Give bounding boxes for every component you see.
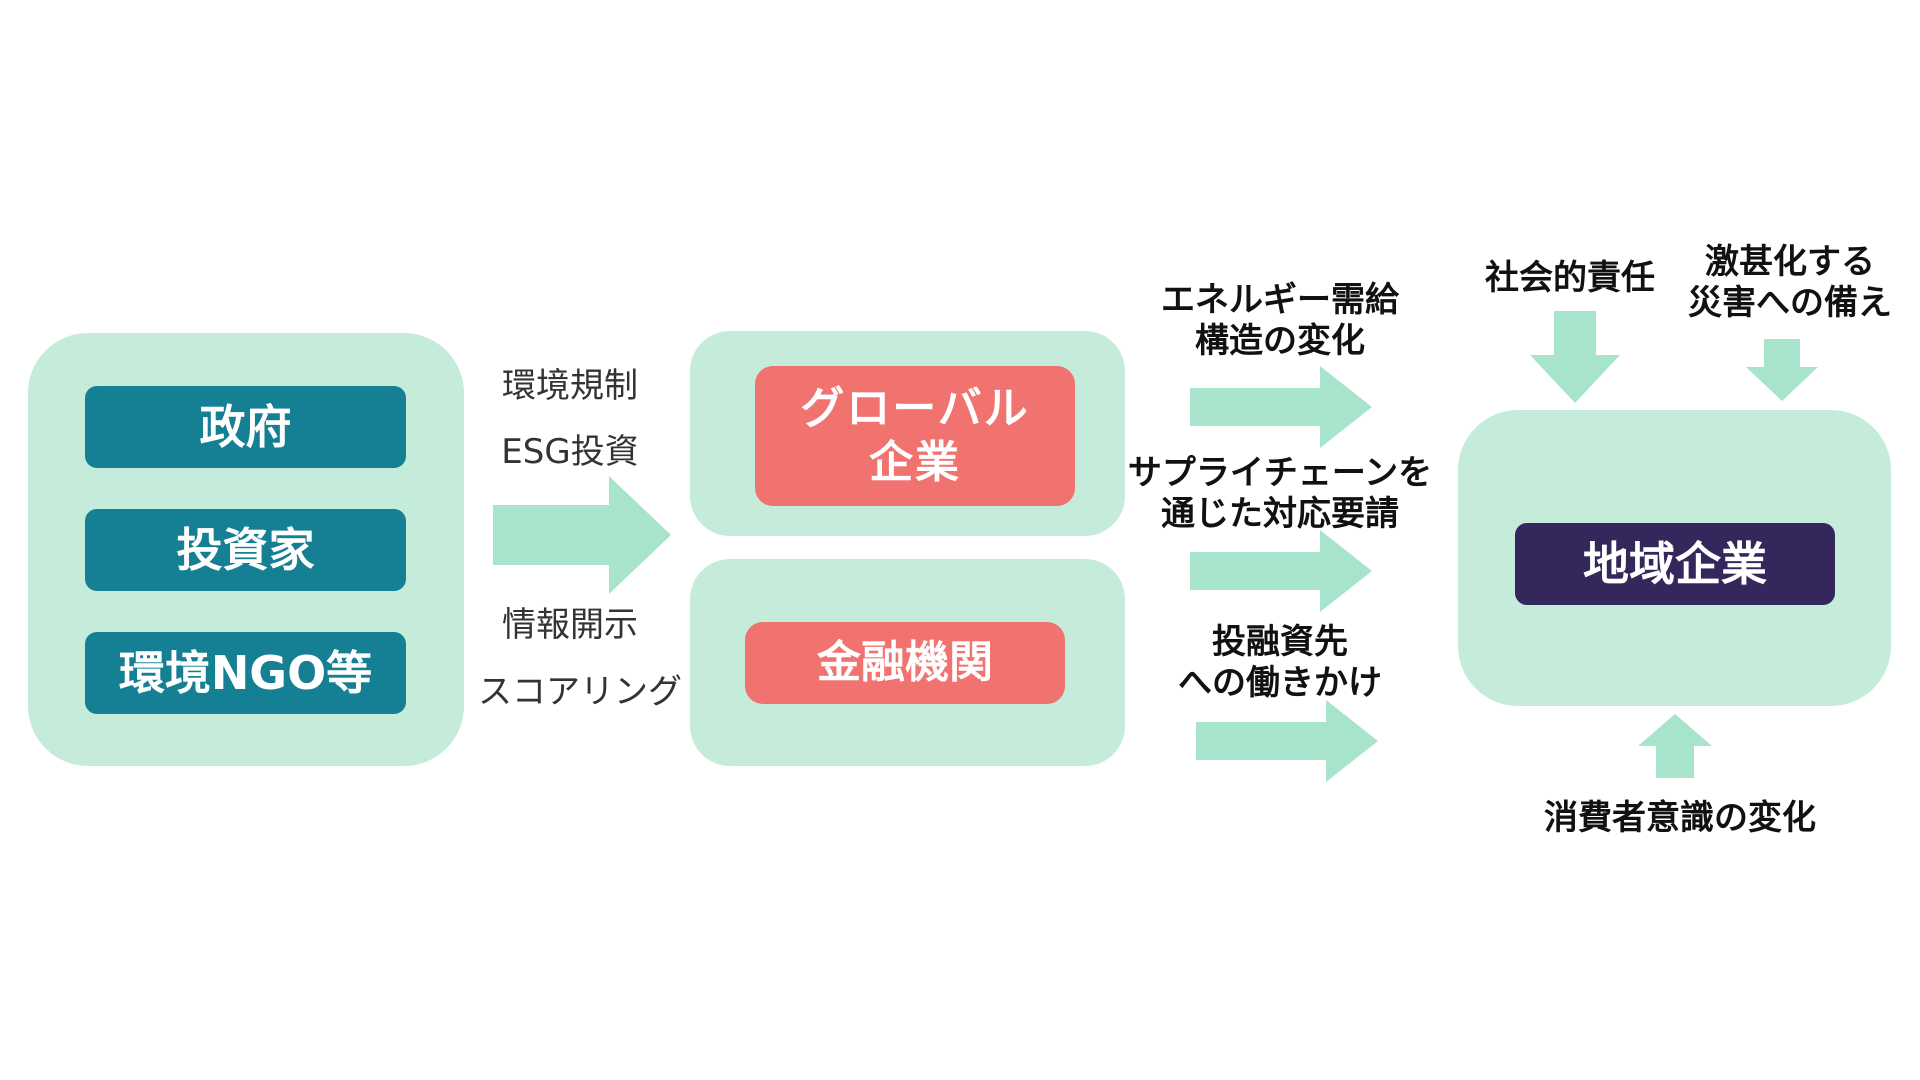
pressure-arrow xyxy=(493,476,671,594)
ngo-label: 環境NGO等 xyxy=(118,645,373,700)
pressure-label-regulation: 環境規制 xyxy=(502,366,638,406)
flow-label-energy-line1: エネルギー需給 xyxy=(1161,280,1399,320)
investor-label: 投資家 xyxy=(176,522,315,577)
local-company-label: 地域企業 xyxy=(1583,536,1767,591)
global-company-label-line1: グローバル xyxy=(800,383,1030,435)
flow-label-energy: エネルギー需給 構造の変化 xyxy=(1120,280,1440,363)
influence-label-consumer: 消費者意識の変化 xyxy=(1544,798,1816,838)
influence-label-disaster-line1: 激甚化する xyxy=(1705,242,1875,282)
flow-arrow-supply xyxy=(1190,530,1372,612)
flow-label-supply: サプライチェーンを 通じた対応要請 xyxy=(1112,453,1448,536)
pressure-label-disclosure: 情報開示 xyxy=(502,605,638,645)
flow-arrow-energy xyxy=(1190,366,1372,448)
financial-institution-label: 金融機関 xyxy=(817,637,993,689)
influence-arrow-social xyxy=(1530,311,1620,403)
influence-label-disaster-line2: 災害への備え xyxy=(1688,283,1892,324)
global-company-box: グローバル 企業 xyxy=(755,366,1075,506)
pressure-label-esg: ESG投資 xyxy=(501,432,639,472)
flow-label-energy-line2: 構造の変化 xyxy=(1195,321,1365,362)
flow-label-supply-line2: 通じた対応要請 xyxy=(1161,494,1399,535)
pressure-label-scoring: スコアリング xyxy=(478,672,682,712)
influence-arrow-disaster xyxy=(1746,339,1818,401)
government-label: 政府 xyxy=(199,399,292,454)
investor-box: 投資家 xyxy=(85,509,406,591)
influence-label-disaster: 激甚化する 災害への備え xyxy=(1680,242,1900,325)
flow-label-finance-line1: 投融資先 xyxy=(1212,622,1348,662)
flow-arrow-finance xyxy=(1196,700,1378,782)
local-company-box: 地域企業 xyxy=(1515,523,1835,605)
influence-label-social: 社会的責任 xyxy=(1485,258,1655,298)
global-company-label-line2: 企業 xyxy=(869,437,961,488)
flow-label-finance-line2: への働きかけ xyxy=(1178,663,1382,704)
financial-institution-box: 金融機関 xyxy=(745,622,1065,704)
flow-label-finance: 投融資先 への働きかけ xyxy=(1120,622,1440,705)
flow-label-supply-line1: サプライチェーンを xyxy=(1127,453,1433,493)
government-box: 政府 xyxy=(85,386,406,468)
influence-arrow-consumer xyxy=(1638,714,1712,778)
ngo-box: 環境NGO等 xyxy=(85,632,406,714)
